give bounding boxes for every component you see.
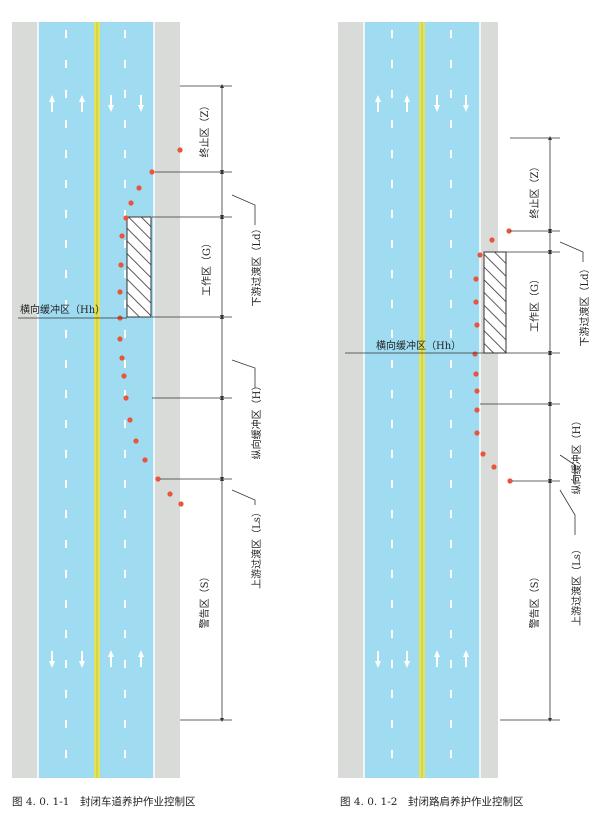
cone <box>123 215 129 221</box>
cone <box>474 430 480 436</box>
lane-arrows-2 <box>375 95 469 668</box>
arrow-up-icon <box>138 650 144 667</box>
lane-dashes-1 <box>65 30 126 778</box>
cones-2 <box>472 228 513 484</box>
arrow-up-icon <box>79 95 85 112</box>
work-area-1 <box>126 216 152 318</box>
label-Ls: 上游过渡区（Ls） <box>570 544 583 626</box>
cone <box>473 276 479 282</box>
lane-arrows-1 <box>49 95 144 668</box>
dimension-lines-2 <box>345 136 584 722</box>
label-Z: 终止区（Z） <box>198 101 211 158</box>
arrow-up-icon <box>434 650 440 667</box>
cone <box>167 491 173 497</box>
cone <box>155 476 161 482</box>
figure-2-diagram: 终止区（Z） 工作区（G） 下游过渡区（Ld） 纵向缓冲区（H） 上游过渡区（L… <box>338 22 591 778</box>
cone <box>177 147 183 153</box>
label-Ls: 上游过渡区（Ls） <box>250 507 263 589</box>
arrow-down-icon <box>138 95 144 112</box>
cone <box>117 289 123 295</box>
label-H: 纵向缓冲区（H） <box>570 416 583 495</box>
cone <box>178 501 184 507</box>
arrow-up-icon <box>375 95 381 112</box>
cone <box>133 438 139 444</box>
cone <box>473 299 479 305</box>
label-H: 纵向缓冲区（H） <box>250 381 263 460</box>
cone <box>118 262 124 268</box>
label-S: 警告区（S） <box>528 572 541 629</box>
arrow-down-icon <box>79 651 85 668</box>
cones-1 <box>117 147 184 507</box>
arrow-up-icon <box>463 650 469 667</box>
road-2 <box>338 22 498 778</box>
cone <box>121 373 127 379</box>
cone <box>136 185 142 191</box>
cone <box>119 355 125 361</box>
zone-labels-1: 终止区（Z） 工作区（G） 下游过渡区（Ld） 纵向缓冲区（H） 上游过渡区（L… <box>20 101 263 629</box>
cone <box>480 451 486 457</box>
figure-1-diagram: 终止区（Z） 工作区（G） 下游过渡区（Ld） 纵向缓冲区（H） 上游过渡区（L… <box>12 22 263 778</box>
cone <box>474 388 480 394</box>
arrow-down-icon <box>108 95 114 112</box>
cone <box>127 417 133 423</box>
cone <box>477 252 483 258</box>
cone <box>506 228 512 234</box>
arrow-down-icon <box>434 95 440 112</box>
label-Hh: 横向缓冲区（Hh） <box>20 303 105 316</box>
arrow-up-icon <box>108 650 114 667</box>
label-Z: 终止区（Z） <box>528 162 541 219</box>
label-G: 工作区（G） <box>529 274 541 332</box>
zone-labels-2: 终止区（Z） 工作区（G） 下游过渡区（Ld） 纵向缓冲区（H） 上游过渡区（L… <box>376 162 591 629</box>
dimension-lines-1 <box>18 84 256 722</box>
work-area-2 <box>483 251 507 354</box>
cone <box>472 351 478 357</box>
cone <box>128 200 134 206</box>
cone <box>474 407 480 413</box>
diagram-canvas: 终止区（Z） 工作区（G） 下游过渡区（Ld） 纵向缓冲区（H） 上游过渡区（L… <box>12 22 591 778</box>
arrow-up-icon <box>404 95 410 112</box>
label-S: 警告区（S） <box>198 572 211 629</box>
cone <box>119 233 125 239</box>
label-Ld: 下游过渡区（Ld） <box>250 223 263 306</box>
arrow-down-icon <box>49 651 55 668</box>
cone <box>149 169 155 175</box>
cone <box>142 457 148 463</box>
figure-2-caption: 图 4. 0. 1-2 封闭路肩养护作业控制区 <box>340 796 524 808</box>
cone <box>123 395 129 401</box>
label-Ld: 下游过渡区（Ld） <box>578 263 591 346</box>
figure-1-caption: 图 4. 0. 1-1 封闭车道养护作业控制区 <box>12 796 196 808</box>
cone <box>473 371 479 377</box>
arrow-down-icon <box>375 651 381 668</box>
arrow-down-icon <box>404 651 410 668</box>
label-Hh: 横向缓冲区（Hh） <box>376 339 461 352</box>
cone <box>491 464 497 470</box>
cone <box>507 478 513 484</box>
road-1 <box>12 22 180 778</box>
arrow-down-icon <box>463 95 469 112</box>
cone <box>474 322 480 328</box>
lane-dashes-2 <box>391 30 452 778</box>
cone <box>489 237 495 243</box>
label-G: 工作区（G） <box>201 238 213 296</box>
cone <box>117 336 123 342</box>
arrow-up-icon <box>49 95 55 112</box>
